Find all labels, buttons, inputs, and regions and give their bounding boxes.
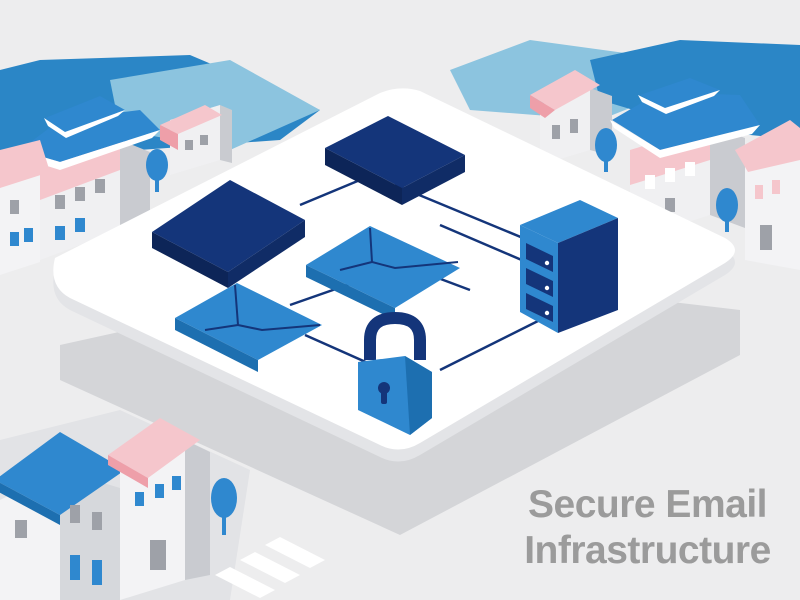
pagoda-roof-icon [610,78,760,158]
envelope-icon [306,226,460,320]
caption-line-2: Infrastructure [524,529,771,572]
building-bottom-pink [108,418,210,600]
caption-title: Secure Email Infrastructure [505,482,790,574]
building-right-edge [735,120,800,270]
building-bottom-blue [0,432,125,600]
building-right-small [530,70,612,165]
tree-icon [716,188,738,232]
building-left-pagoda [18,96,160,260]
building-left-rear [160,105,232,175]
tree-icon [146,149,168,192]
padlock-icon [358,311,432,435]
tile-navy-left [152,180,305,288]
pagoda-roof-icon [18,96,160,170]
tree-icon [211,478,237,535]
server-rack-icon [520,200,618,333]
envelope-icon [175,283,322,372]
caption-line-1: Secure Email [528,483,767,526]
tree-icon [595,128,617,172]
tile-navy-top [325,116,465,205]
building-left-small [0,140,50,275]
